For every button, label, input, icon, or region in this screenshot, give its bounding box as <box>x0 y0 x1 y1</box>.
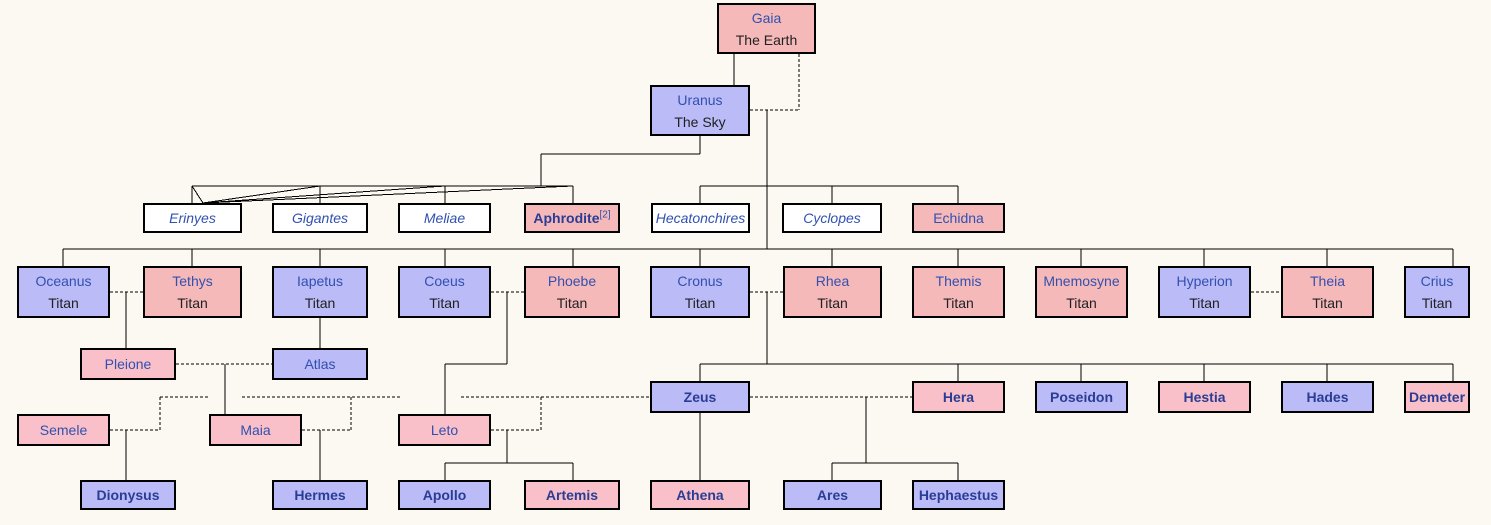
node-hyperion-epithet: Titan <box>1189 295 1220 311</box>
aphrodite-label: Aphrodite <box>533 210 600 226</box>
node-coeus-epithet: Titan <box>429 295 460 311</box>
node-oceanus-epithet: Titan <box>48 295 79 311</box>
node-phoebe-epithet: Titan <box>556 295 588 311</box>
node-apollo[interactable]: Apollo <box>398 480 491 510</box>
connector-line-11 <box>202 185 446 204</box>
node-iapetus-epithet: Titan <box>304 295 336 311</box>
node-demeter[interactable]: Demeter <box>1404 381 1470 413</box>
node-atlas[interactable]: Atlas <box>272 348 368 380</box>
node-meliae[interactable]: Meliae <box>398 203 491 233</box>
node-hecatonchires-name: Hecatonchires <box>655 210 746 226</box>
node-gigantes[interactable]: Gigantes <box>272 203 368 233</box>
node-hephaestus[interactable]: Hephaestus <box>912 480 1005 510</box>
node-hestia-name: Hestia <box>1183 389 1226 405</box>
node-gigantes-name: Gigantes <box>291 210 349 226</box>
node-iapetus-name: Iapetus <box>297 273 343 289</box>
node-hades[interactable]: Hades <box>1281 381 1374 413</box>
node-phoebe-name: Phoebe <box>547 273 597 289</box>
node-poseidon-name: Poseidon <box>1049 389 1113 405</box>
node-meliae-name: Meliae <box>423 210 466 226</box>
node-crius-name: Crius <box>1420 273 1454 289</box>
node-hermes[interactable]: Hermes <box>272 480 368 510</box>
node-rhea-epithet: Titan <box>817 295 848 311</box>
node-atlas-name: Atlas <box>304 356 336 372</box>
node-cyclopes-name: Cyclopes <box>803 210 861 226</box>
node-themis[interactable]: Themis Titan <box>912 266 1005 318</box>
connector-line-13 <box>202 185 574 204</box>
node-apollo-name: Apollo <box>422 487 467 503</box>
node-semele[interactable]: Semele <box>17 414 110 446</box>
node-maia-name: Maia <box>240 422 271 438</box>
node-leto-name: Leto <box>430 422 459 438</box>
node-themis-name: Themis <box>935 273 982 289</box>
node-artemis[interactable]: Artemis <box>524 480 620 510</box>
node-tethys[interactable]: Tethys Titan <box>143 266 242 318</box>
node-rhea[interactable]: Rhea Titan <box>783 266 882 318</box>
node-aphrodite-name: Aphrodite[2] <box>533 207 610 229</box>
connector-line-7 <box>191 185 204 204</box>
node-hyperion-name: Hyperion <box>1176 273 1233 289</box>
node-hyperion[interactable]: Hyperion Titan <box>1158 266 1251 318</box>
node-artemis-name: Artemis <box>545 487 599 503</box>
node-hestia[interactable]: Hestia <box>1158 381 1251 413</box>
node-erinyes[interactable]: Erinyes <box>143 203 242 233</box>
node-coeus[interactable]: Coeus Titan <box>398 266 491 318</box>
node-cyclopes[interactable]: Cyclopes <box>782 203 882 233</box>
node-athena-name: Athena <box>676 487 724 503</box>
node-pleione-name: Pleione <box>104 356 152 372</box>
node-athena[interactable]: Athena <box>650 480 750 510</box>
node-tethys-name: Tethys <box>172 273 213 289</box>
node-oceanus-name: Oceanus <box>35 273 92 289</box>
node-zeus-name: Zeus <box>683 389 717 405</box>
node-hephaestus-name: Hephaestus <box>918 487 999 503</box>
node-oceanus[interactable]: Oceanus Titan <box>17 266 110 318</box>
node-coeus-name: Coeus <box>424 273 465 289</box>
node-uranus-name: Uranus <box>677 91 723 108</box>
node-tethys-epithet: Titan <box>177 295 208 311</box>
node-ares-name: Ares <box>816 487 849 503</box>
node-dionysus[interactable]: Dionysus <box>80 480 176 510</box>
node-cronus[interactable]: Cronus Titan <box>650 266 750 318</box>
node-gaia-epithet: The Earth <box>735 31 798 48</box>
node-phoebe[interactable]: Phoebe Titan <box>524 266 620 318</box>
node-hera[interactable]: Hera <box>912 381 1005 413</box>
node-theia[interactable]: Theia Titan <box>1281 266 1374 318</box>
node-cronus-epithet: Titan <box>684 295 716 311</box>
node-leto[interactable]: Leto <box>398 414 491 446</box>
node-rhea-name: Rhea <box>815 273 850 289</box>
node-ares[interactable]: Ares <box>783 480 882 510</box>
node-crius[interactable]: Crius Titan <box>1404 266 1470 318</box>
node-demeter-name: Demeter <box>1408 389 1466 405</box>
node-mnemosyne-epithet: Titan <box>1066 295 1097 311</box>
node-crius-epithet: Titan <box>1421 295 1453 311</box>
node-pleione[interactable]: Pleione <box>80 348 176 380</box>
node-erinyes-name: Erinyes <box>169 210 216 226</box>
node-cronus-name: Cronus <box>677 273 723 289</box>
node-mnemosyne[interactable]: Mnemosyne Titan <box>1035 266 1128 318</box>
node-dionysus-name: Dionysus <box>96 487 160 503</box>
node-theia-name: Theia <box>1309 273 1346 289</box>
node-mnemosyne-name: Mnemosyne <box>1043 273 1120 289</box>
node-zeus[interactable]: Zeus <box>650 381 750 413</box>
node-gaia[interactable]: Gaia The Earth <box>717 3 816 54</box>
node-semele-name: Semele <box>39 422 88 438</box>
node-maia[interactable]: Maia <box>209 414 302 446</box>
node-aphrodite[interactable]: Aphrodite[2] <box>524 203 620 233</box>
node-hades-name: Hades <box>1306 389 1349 405</box>
node-uranus-epithet: The Sky <box>674 113 726 130</box>
node-hera-name: Hera <box>942 389 975 405</box>
node-echidna[interactable]: Echidna <box>912 203 1005 233</box>
node-themis-epithet: Titan <box>943 295 974 311</box>
aphrodite-footnote[interactable]: [2] <box>599 209 611 221</box>
node-iapetus[interactable]: Iapetus Titan <box>272 266 368 318</box>
node-hecatonchires[interactable]: Hecatonchires <box>651 203 750 233</box>
node-uranus[interactable]: Uranus The Sky <box>650 85 750 136</box>
node-gaia-name: Gaia <box>751 9 782 26</box>
node-theia-epithet: Titan <box>1312 295 1343 311</box>
connector-line-9 <box>202 185 321 204</box>
node-hermes-name: Hermes <box>294 487 346 503</box>
node-echidna-name: Echidna <box>933 210 984 226</box>
node-poseidon[interactable]: Poseidon <box>1035 381 1128 413</box>
